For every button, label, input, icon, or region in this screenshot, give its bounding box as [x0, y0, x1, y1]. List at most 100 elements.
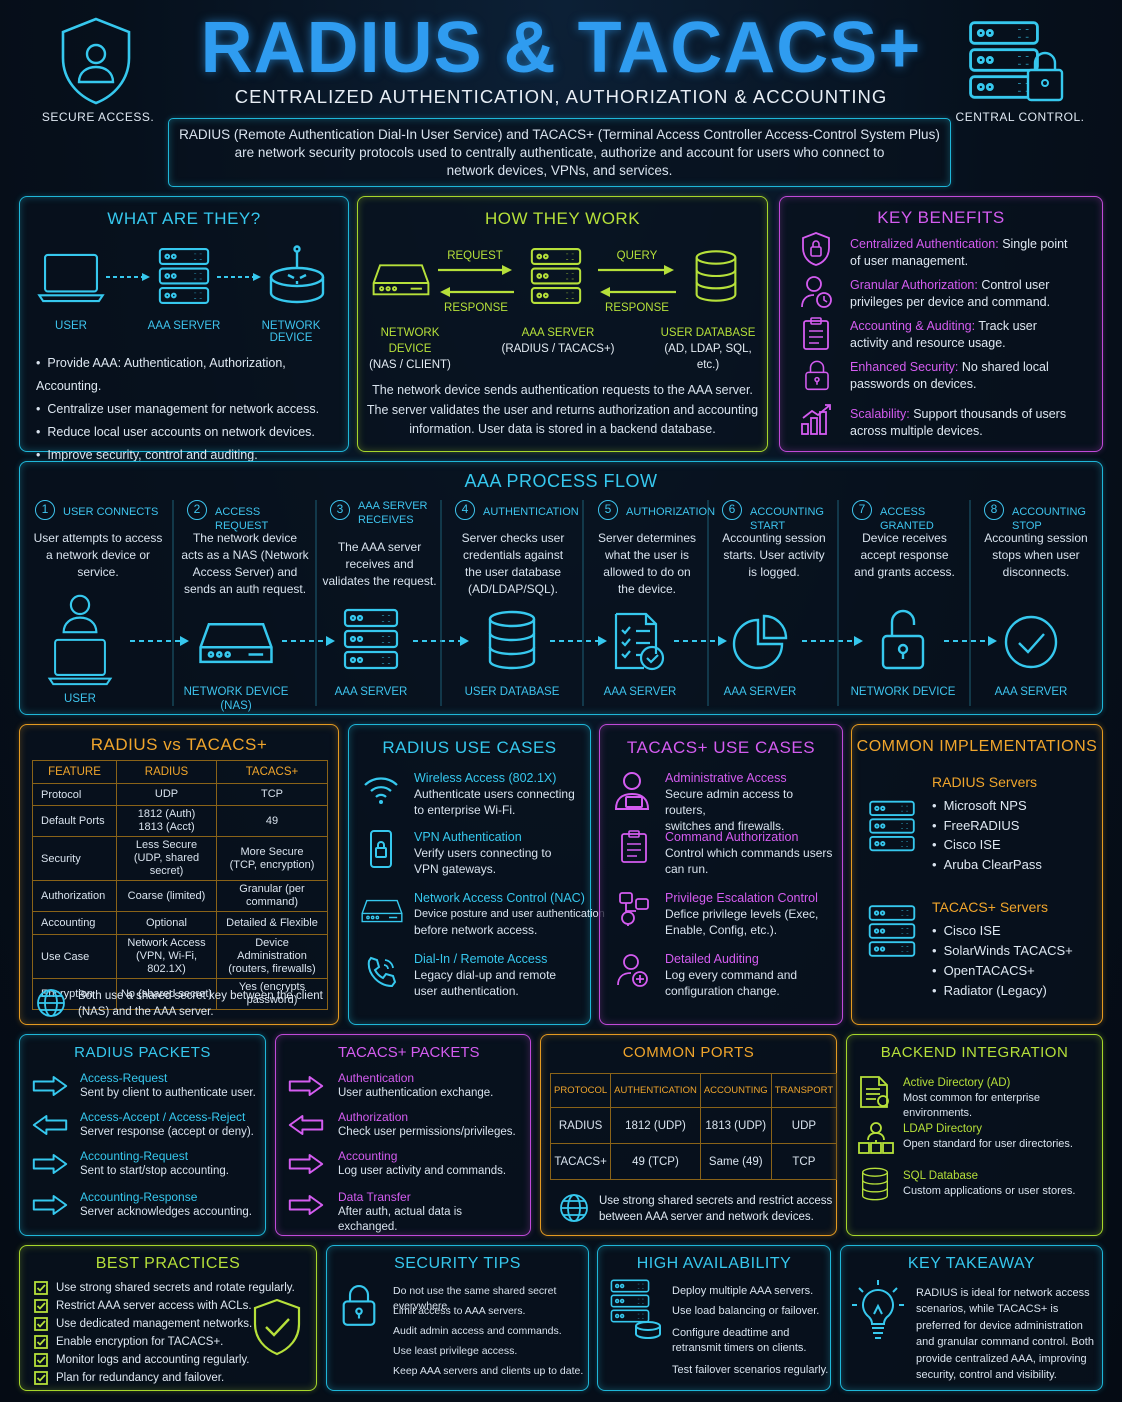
table-cell: 49 (TCP) — [610, 1143, 701, 1180]
packet-name: Accounting — [338, 1149, 398, 1163]
use-case-text: Verify users connecting to — [414, 846, 552, 860]
use-case-text: Device posture and user authentication — [414, 908, 605, 920]
cell-line: 1813 (Acct) — [138, 821, 195, 833]
how-panel: HOW THEY WORK REQUEST RESPONSE QUERY RES… — [357, 196, 768, 452]
list-item: Microsoft NPS — [932, 796, 1042, 816]
use-case-text: Legacy dial-up and remote — [414, 968, 557, 982]
backend-name: SQL Database — [903, 1170, 979, 1182]
user-clock-icon — [801, 276, 832, 308]
table-cell: Network Access(VPN, Wi-Fi, 802.1X) — [116, 934, 217, 979]
backend-desc: Open standard for user directories. — [903, 1138, 1073, 1150]
how-title: HOW THEY WORK — [484, 209, 641, 228]
step-number: 3 — [330, 500, 350, 520]
shield-lock-icon — [802, 232, 830, 266]
list-item: Plan for redundancy and failover. — [34, 1369, 295, 1387]
radius-uc-panel: RADIUS USE CASES Wireless Access (802.1X… — [348, 724, 605, 1025]
use-case-heading: VPN Authentication — [414, 830, 522, 844]
tips-panel: SECURITY TIPS Do not use the same shared… — [326, 1245, 589, 1391]
arrow-right-icon — [288, 1153, 324, 1175]
list-item: security, control and visibility. — [916, 1369, 1057, 1381]
list-item: Restrict AAA server access with ACLs. — [34, 1297, 295, 1315]
packet-desc: Server acknowledges accounting. — [80, 1206, 252, 1218]
column-header: FEATURE — [32, 760, 117, 784]
intro-line-3: network devices, VPNs, and services. — [446, 163, 673, 178]
user-search-icon — [617, 954, 648, 987]
lightbulb-icon — [852, 1280, 904, 1339]
use-case-text: Secure admin access to routers, — [665, 787, 794, 817]
list-item: Configure deadtime and — [672, 1327, 790, 1339]
step-description-line: Accounting session — [984, 531, 1088, 545]
benefit-text: of user management. — [850, 254, 969, 268]
step-description-line: and grants access. — [854, 565, 955, 579]
use-case-text: VPN gateways. — [414, 862, 497, 876]
phone-lock-icon — [370, 830, 392, 868]
checklist-icon — [614, 612, 665, 671]
table-header-row: PROTOCOL AUTHENTICATION ACCOUNTING TRANS… — [549, 1073, 838, 1108]
arrow-right-icon — [438, 265, 512, 275]
step-heading-line: AUTHORIZATION — [626, 506, 716, 518]
users-icon — [858, 1122, 894, 1154]
ports-panel: COMMON PORTS PROTOCOL AUTHENTICATION ACC… — [540, 1034, 838, 1236]
step-number: 6 — [722, 500, 742, 520]
cell-line: Network Access — [127, 937, 206, 949]
check-icon — [34, 1281, 48, 1295]
arrow-right-icon — [32, 1194, 68, 1216]
check-icon — [34, 1335, 48, 1349]
impl-panel: COMMON IMPLEMENTATIONS RADIUS Servers Mi… — [851, 724, 1103, 1025]
step-description-line: sends an auth request. — [183, 582, 307, 596]
aaa-label: AAA SERVER (RADIUS / TACACS+) — [496, 325, 620, 357]
benefit-heading: Enhanced Security: — [850, 360, 959, 374]
step-label-line: NETWORK DEVICE — [183, 686, 289, 698]
aaa-name: AAA SERVER — [521, 327, 595, 339]
cell-line: (routers, firewalls) — [228, 963, 316, 975]
step-description-line: receives and — [345, 557, 414, 571]
cell-line: (UDP, shared secret) — [133, 852, 200, 877]
use-case-heading: Network Access Control (NAC) — [414, 891, 585, 905]
step-number: 2 — [187, 500, 207, 520]
cell-line: Device Administration — [237, 937, 307, 962]
cell-line: No (shared secret) — [120, 987, 213, 1000]
benefit-1: Centralized Authentication: Single point… — [850, 236, 1100, 270]
tacacs-server-list: Cisco ISESolarWinds TACACS+OpenTACACS+Ra… — [932, 921, 1073, 1001]
database-icon — [862, 1167, 888, 1201]
db-label: USER DATABASE (AD, LDAP, SQL, etc.) — [652, 325, 764, 373]
step-number: 5 — [598, 500, 618, 520]
step-heading: AUTHENTICATION — [483, 505, 581, 519]
step-number: 1 — [35, 500, 55, 520]
benefit-text: No shared local — [958, 360, 1049, 374]
list-item: Cisco ISE — [932, 921, 1073, 941]
packet-name: Accounting-Response — [80, 1190, 198, 1204]
clipboard-icon — [803, 317, 829, 350]
arrow-right-icon — [598, 265, 674, 275]
table-cell: 1813 (UDP) — [699, 1107, 772, 1144]
step-description-line: service. — [77, 565, 119, 579]
best-practice-text: Use dedicated management networks. — [56, 1318, 253, 1330]
list-item: Use dedicated management networks. — [34, 1315, 295, 1333]
aaa-sub: (RADIUS / TACACS+) — [501, 343, 615, 355]
database-icon — [695, 250, 737, 302]
ha-title: HIGH AVAILABILITY — [636, 1255, 792, 1272]
how-desc-1: The network device sends authentication … — [372, 383, 753, 397]
what-label-aaa: AAA SERVER — [147, 320, 221, 332]
packet-desc: User authentication exchange. — [338, 1087, 494, 1099]
cell-line: 49 — [265, 814, 279, 827]
step-label: USER DATABASE — [447, 685, 577, 699]
step-description-line: Access Server) and — [192, 565, 298, 579]
backend-title: BACKEND INTEGRATION — [880, 1044, 1069, 1061]
note-line: Use strong shared secrets and restrict a… — [599, 1195, 833, 1207]
chart-icon — [801, 404, 831, 435]
flow-connectors — [130, 500, 997, 706]
list-item: preferred for device administration — [916, 1320, 1083, 1332]
column-header: TRANSPORT — [770, 1073, 838, 1108]
step-label-line: AAA SERVER — [334, 686, 408, 698]
benefit-text: passwords on devices. — [850, 377, 977, 391]
